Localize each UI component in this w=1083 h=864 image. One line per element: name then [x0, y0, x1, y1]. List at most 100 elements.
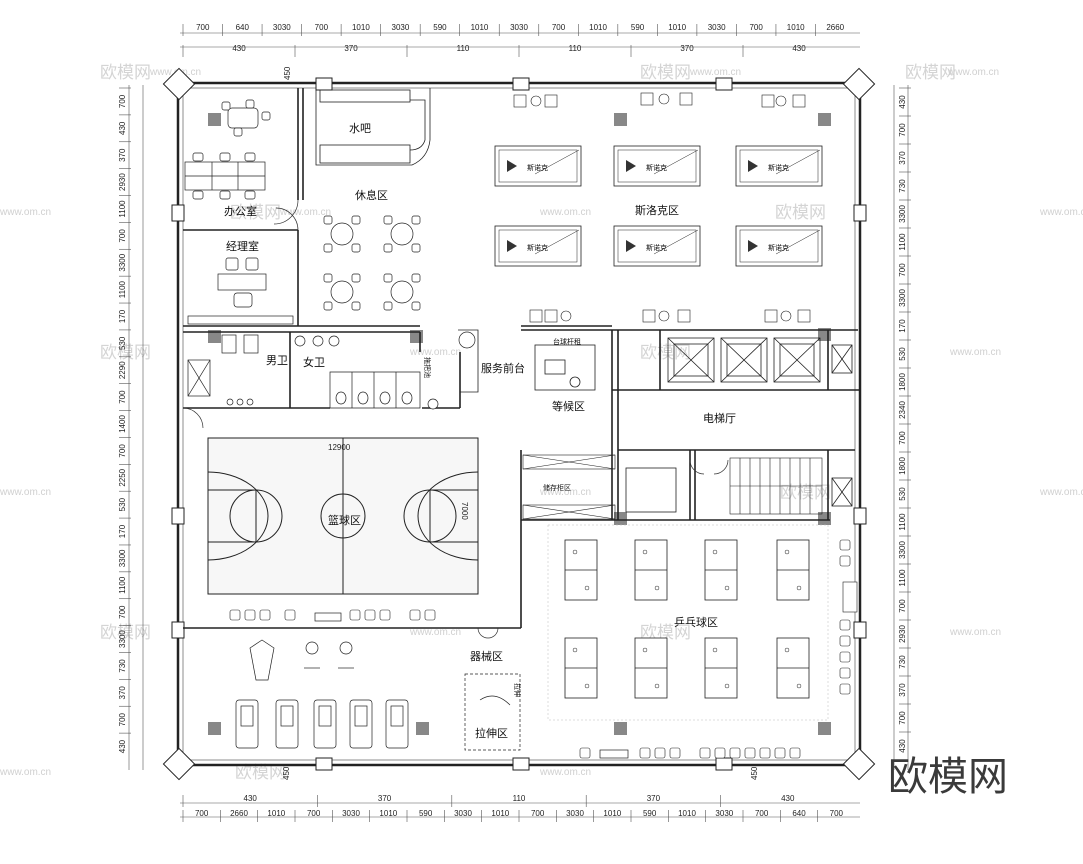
- label-basketball: 篮球区: [328, 513, 361, 527]
- dim-450: 450: [283, 66, 292, 80]
- dimension-label: 2290: [118, 361, 127, 379]
- label-service-desk: 服务前台: [481, 361, 525, 375]
- dimension-lines: [128, 32, 909, 818]
- dimension-label: 370: [680, 44, 694, 53]
- label-mens-wc: 男卫: [266, 354, 288, 367]
- dimension-label: 700: [315, 23, 329, 32]
- dimension-label: 730: [898, 179, 907, 193]
- dimension-label: 430: [781, 794, 795, 803]
- dimension-label: 1010: [471, 23, 489, 32]
- watermark-url: www.om.cn: [1039, 487, 1083, 498]
- dimension-label: 1010: [589, 23, 607, 32]
- dimension-label: 370: [898, 151, 907, 165]
- dimension-label: 530: [118, 336, 127, 350]
- court-width: 7000: [460, 502, 469, 520]
- dimension-label: 430: [244, 794, 258, 803]
- watermark: 欧模网: [230, 203, 281, 223]
- dimension-label: 700: [118, 605, 127, 619]
- snooker-table: 斯诺克: [613, 145, 701, 187]
- dimension-label: 3030: [273, 23, 291, 32]
- dimension-label: 590: [631, 23, 645, 32]
- watermark-url: www.om.cn: [1039, 207, 1083, 218]
- dimension-label: 700: [898, 123, 907, 137]
- dimension-label: 3300: [118, 549, 127, 567]
- dimension-label: 700: [307, 809, 321, 818]
- watermark-url: www.om.cn: [409, 347, 461, 358]
- dimension-label: 3300: [898, 289, 907, 307]
- dimension-label: 700: [118, 229, 127, 243]
- dimension-label: 370: [378, 794, 392, 803]
- dimension-label: 700: [898, 711, 907, 725]
- label-stretch-sub: 拉伸: [513, 683, 522, 697]
- label-equipment: 器械区: [470, 649, 503, 663]
- snooker-table: 斯诺克: [613, 225, 701, 267]
- dimension-label: 2930: [118, 173, 127, 191]
- dimension-label: 1010: [603, 809, 621, 818]
- label-stretch: 拉伸区: [475, 726, 508, 740]
- dimension-label: 700: [552, 23, 566, 32]
- watermark-url: www.om.cn: [949, 627, 1001, 638]
- dimension-label: 530: [898, 487, 907, 501]
- dimension-label: 2660: [230, 809, 248, 818]
- dimension-label: 700: [531, 809, 545, 818]
- storage-lockers: [522, 454, 616, 520]
- pingpong-table: [776, 637, 810, 699]
- dimension-label: 430: [792, 44, 806, 53]
- dimension-label: 700: [830, 809, 844, 818]
- label-elevator-hall: 电梯厅: [703, 412, 736, 425]
- dimension-label: 1100: [898, 513, 907, 531]
- dimension-label: 430: [118, 121, 127, 135]
- dimension-label: 2660: [826, 23, 844, 32]
- snooker-table-label: 斯诺克: [527, 163, 548, 172]
- dimension-label: 1100: [118, 576, 127, 594]
- watermark: 欧模网: [640, 63, 691, 83]
- dimension-label: 170: [118, 309, 127, 323]
- pingpong-tables: [564, 539, 810, 699]
- watermark-url: www.om.cn: [539, 487, 591, 498]
- doors: [182, 199, 729, 639]
- dimension-label: 530: [118, 497, 127, 511]
- dimension-label: 2250: [118, 468, 127, 486]
- watermark: 欧模网: [235, 763, 286, 783]
- watermark-url: www.om.cn: [539, 207, 591, 218]
- dimension-label: 370: [118, 686, 127, 700]
- dimension-label: 370: [898, 683, 907, 697]
- snooker-table-label: 斯诺克: [646, 243, 667, 252]
- dimension-label: 1010: [668, 23, 686, 32]
- dimension-label: 1010: [352, 23, 370, 32]
- dimension-label: 170: [118, 524, 127, 538]
- dimension-label: 700: [898, 431, 907, 445]
- dimensions-right: 4307003707303300110070033001705301800234…: [898, 87, 911, 753]
- pingpong-table: [634, 637, 668, 699]
- watermark: 欧模网: [100, 623, 151, 643]
- dimension-label: 3030: [454, 809, 472, 818]
- watermark: 欧模网: [775, 203, 826, 223]
- basketball-court: [207, 437, 479, 595]
- dimension-label: 3030: [715, 809, 733, 818]
- snooker-table: 斯诺克: [735, 145, 823, 187]
- dimension-label: 1100: [898, 233, 907, 251]
- dimension-label: 1100: [118, 280, 127, 298]
- watermark-url: www.om.cn: [947, 67, 999, 78]
- dimension-label: 1010: [379, 809, 397, 818]
- label-mop: 拖把池: [423, 357, 432, 378]
- label-waiting: 等候区: [552, 399, 585, 413]
- outer-walls: [162, 67, 876, 781]
- cue-racks: [513, 92, 811, 323]
- dimensions-left: 700 430 370 2930 1100 700 3300 1100 170 530 2290 70…: [118, 87, 131, 753]
- dimension-label: 430: [232, 44, 246, 53]
- dimension-label: 700: [118, 444, 127, 458]
- dimension-label: 3300: [118, 630, 127, 648]
- watermark: 欧模网: [100, 63, 151, 83]
- watermark-url: www.om.cn: [0, 767, 51, 778]
- dimension-label: 370: [647, 794, 661, 803]
- watermark-url: www.om.cn: [0, 207, 51, 218]
- snooker-table: 斯诺克: [735, 225, 823, 267]
- dimension-label: 700: [118, 712, 127, 726]
- watermark-url: www.om.cn: [539, 767, 591, 778]
- dimension-label: 110: [569, 44, 582, 53]
- dimension-label: 700: [898, 599, 907, 613]
- dimension-label: 640: [792, 809, 806, 818]
